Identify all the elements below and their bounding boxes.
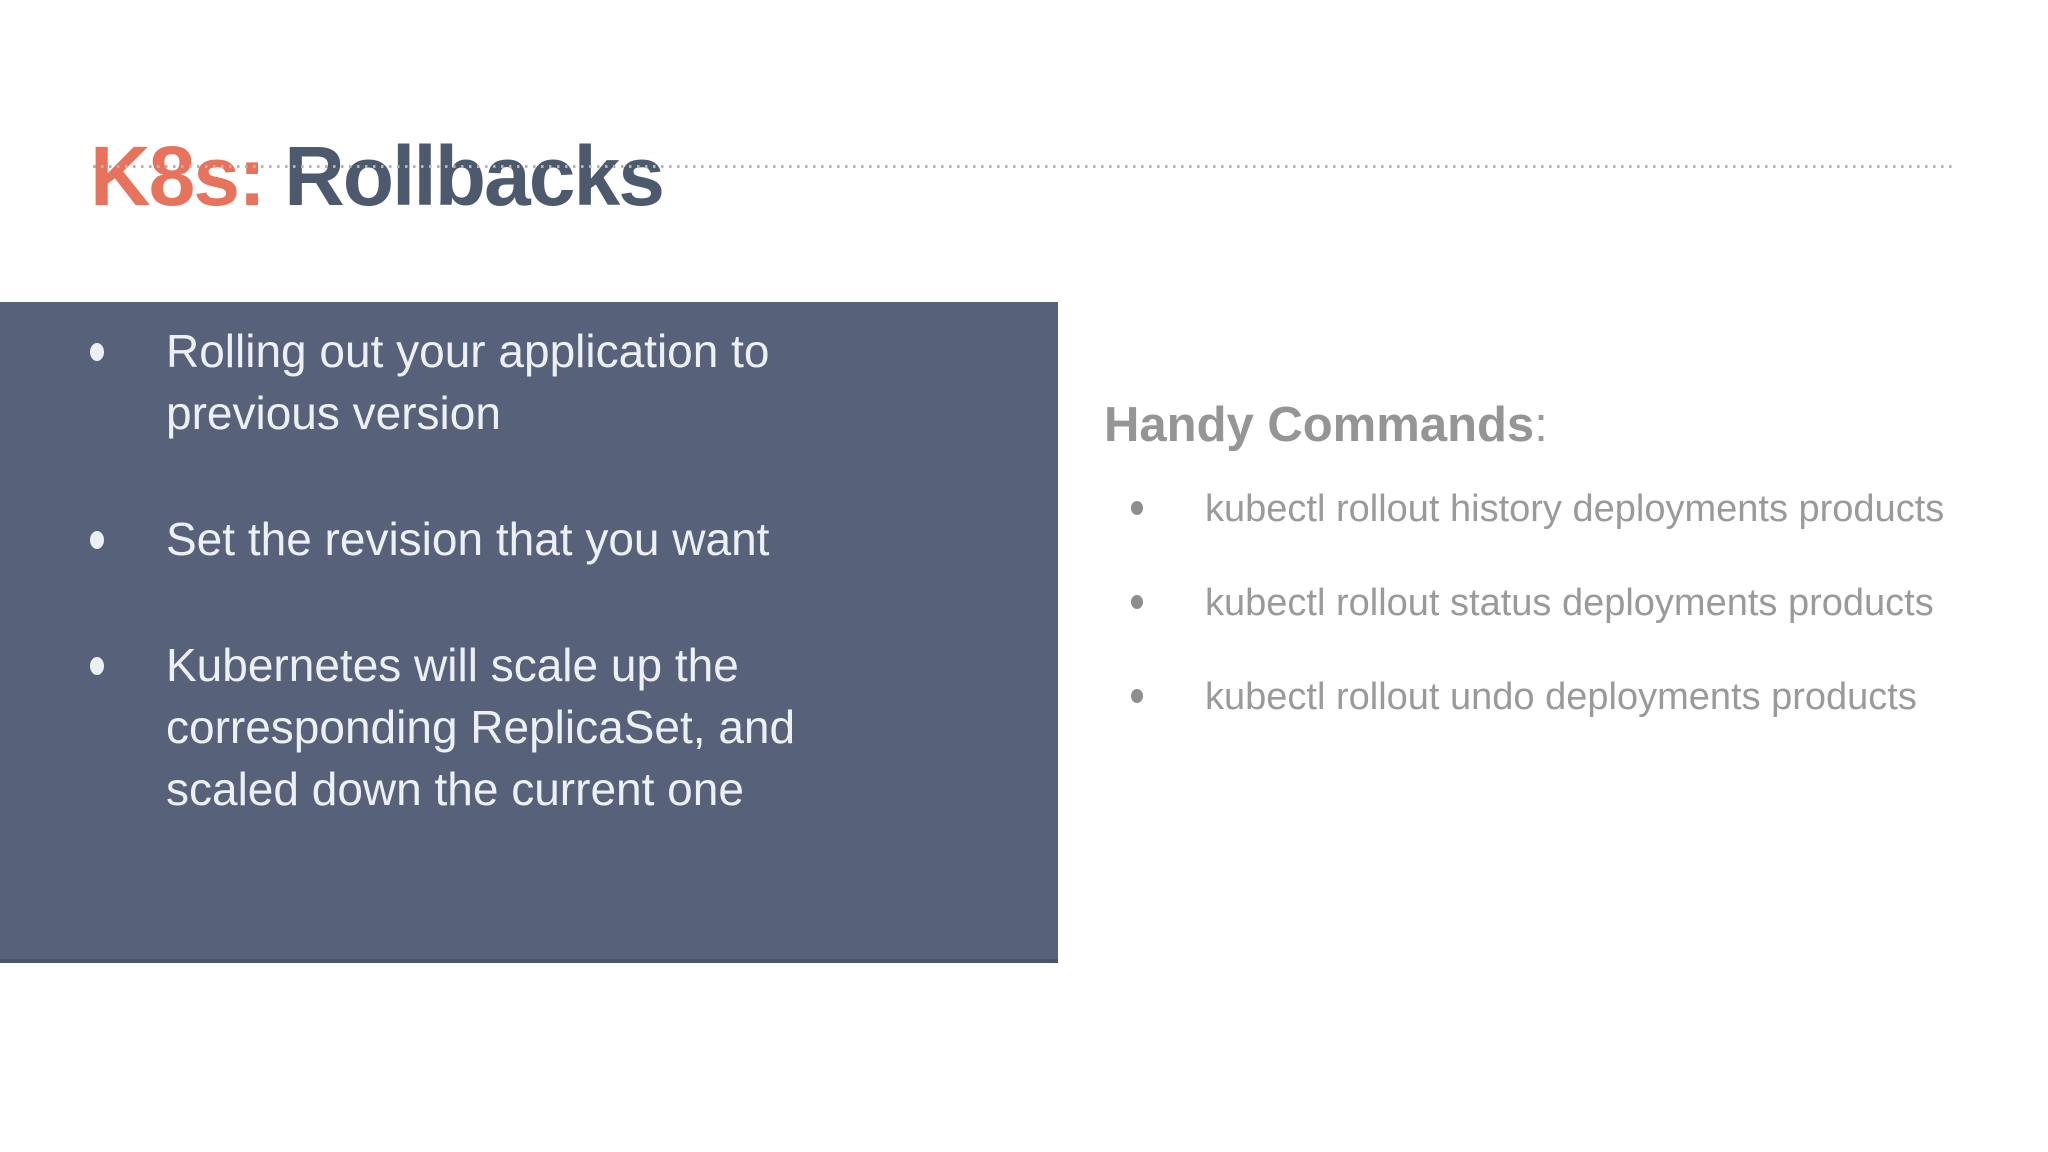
command-text: kubectl rollout status deployments produ…: [1205, 582, 1934, 624]
command-item: kubectl rollout status deployments produ…: [1131, 578, 1944, 628]
commands-list: kubectl rollout history deployments prod…: [1131, 484, 1944, 766]
title-prefix: K8s:: [90, 129, 266, 224]
list-item: Rolling out your application to previous…: [0, 320, 806, 444]
command-item: kubectl rollout history deployments prod…: [1131, 484, 1944, 534]
bullet-icon: [1131, 501, 1143, 515]
dotted-divider: [93, 165, 1952, 168]
bullet-text: Set the revision that you want: [166, 513, 770, 565]
commands-heading-colon: :: [1534, 397, 1548, 452]
bullet-list: Rolling out your application to previous…: [0, 302, 1058, 820]
bullet-icon: [90, 657, 104, 675]
content-box: Rolling out your application to previous…: [0, 302, 1058, 963]
commands-heading-text: Handy Commands: [1104, 397, 1535, 452]
command-text: kubectl rollout undo deployments product…: [1205, 676, 1917, 718]
bullet-icon: [90, 343, 104, 361]
bullet-icon: [1131, 689, 1143, 703]
list-item: Set the revision that you want: [0, 508, 806, 570]
bullet-text: Rolling out your application to previous…: [166, 325, 770, 439]
command-item: kubectl rollout undo deployments product…: [1131, 672, 1944, 722]
list-item: Kubernetes will scale up the correspondi…: [0, 634, 806, 820]
bullet-icon: [1131, 595, 1143, 609]
bullet-icon: [90, 531, 104, 549]
page-title: K8s:Rollbacks: [90, 134, 665, 218]
commands-heading: Handy Commands:: [1104, 397, 1548, 453]
bullet-text: Kubernetes will scale up the correspondi…: [166, 639, 796, 815]
command-text: kubectl rollout history deployments prod…: [1205, 488, 1945, 530]
title-rest: Rollbacks: [284, 129, 665, 224]
